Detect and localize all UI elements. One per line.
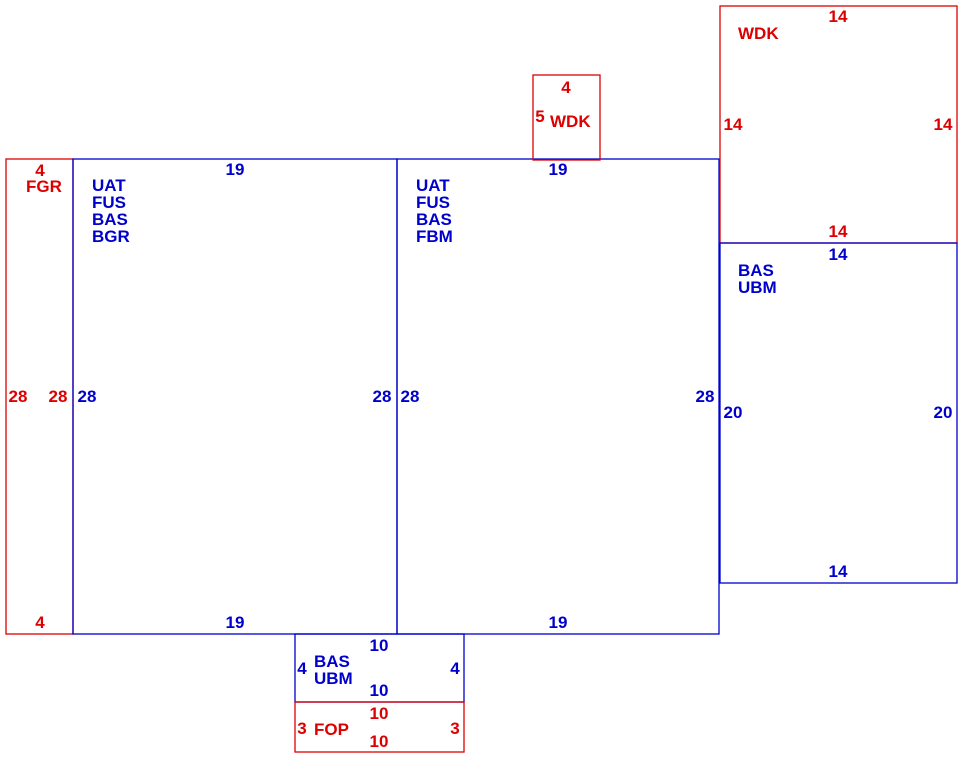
room-wdk-small-dim-top: 4 (561, 78, 571, 97)
room-fgr-dim-left: 28 (9, 387, 28, 406)
room-wdk-large: 14 WDK 14 14 14 (719, 5, 958, 244)
room-b-dim-right: 28 (696, 387, 715, 406)
room-bas-right-code-1: BAS (738, 261, 774, 280)
room-fgr: 4 FGR 28 28 4 (5, 158, 74, 635)
room-a-code-1: UAT (92, 176, 126, 195)
room-fgr-dim-top: 4 (35, 161, 45, 180)
room-bas-right-dim-right: 20 (934, 403, 953, 422)
room-bas-bottom-code-1: BAS (314, 652, 350, 671)
room-fop-outline (294, 701, 465, 753)
room-wdk-small-code: WDK (550, 112, 591, 131)
room-wdk-small: 4 5 WDK (532, 74, 601, 161)
room-bas-right-code-2: UBM (738, 278, 777, 297)
room-bas-bottom-dim-left: 4 (297, 659, 307, 678)
room-wdk-small-outline (532, 74, 601, 161)
room-wdk-large-code: WDK (738, 24, 779, 43)
room-bas-right-dim-left: 20 (724, 403, 743, 422)
room-fop-code: FOP (314, 720, 349, 739)
room-fop-dim-left: 3 (297, 719, 306, 738)
room-wdk-large-dim-right: 14 (934, 115, 953, 134)
room-b: 19 UAT FUS BAS FBM 28 28 19 (396, 158, 720, 635)
room-fop-dim-right: 3 (450, 719, 459, 738)
room-a-dim-bottom: 19 (226, 613, 245, 632)
room-bas-right-outline (719, 242, 958, 584)
room-a-code-3: BAS (92, 210, 128, 229)
room-fgr-code: FGR (26, 177, 62, 196)
room-bas-bottom-dim-bottom: 10 (370, 681, 389, 700)
room-a-code-4: BGR (92, 227, 130, 246)
room-a-dim-right: 28 (373, 387, 392, 406)
room-a-dim-left: 28 (78, 387, 97, 406)
room-b-code-1: UAT (416, 176, 450, 195)
room-wdk-small-dim-left: 5 (535, 107, 544, 126)
room-bas-bottom: 10 BAS UBM 4 4 10 (294, 633, 465, 703)
room-fop-dim-bottom: 10 (370, 732, 389, 751)
room-wdk-large-dim-top: 14 (829, 7, 848, 26)
room-b-code-2: FUS (416, 193, 450, 212)
room-wdk-large-dim-bottom: 14 (829, 222, 848, 241)
room-fgr-dim-right: 28 (49, 387, 68, 406)
room-b-dim-left: 28 (401, 387, 420, 406)
room-bas-right-dim-bottom: 14 (829, 562, 848, 581)
room-a: 19 UAT FUS BAS BGR 28 28 19 (72, 158, 398, 635)
room-b-dim-top: 19 (549, 160, 568, 179)
room-bas-bottom-dim-top: 10 (370, 636, 389, 655)
room-a-code-2: FUS (92, 193, 126, 212)
room-wdk-large-dim-left: 14 (724, 115, 743, 134)
room-b-code-3: BAS (416, 210, 452, 229)
room-fop-dim-top: 10 (370, 704, 389, 723)
room-fgr-dim-bottom: 4 (35, 613, 45, 632)
room-bas-right-dim-top: 14 (829, 245, 848, 264)
room-b-dim-bottom: 19 (549, 613, 568, 632)
room-bas-right: 14 BAS UBM 20 20 14 (719, 242, 958, 584)
room-a-dim-top: 19 (226, 160, 245, 179)
room-fop: 10 3 FOP 3 10 (294, 701, 465, 753)
room-b-outline (396, 158, 720, 635)
room-bas-bottom-code-2: UBM (314, 669, 353, 688)
room-b-code-4: FBM (416, 227, 453, 246)
room-bas-bottom-dim-right: 4 (450, 659, 460, 678)
